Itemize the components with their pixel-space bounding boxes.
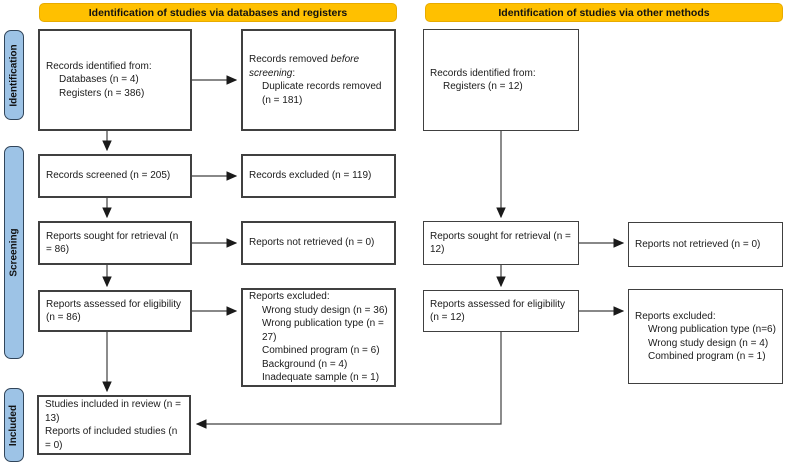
box-records-excluded: Records excluded (n = 119): [241, 154, 396, 198]
box-line: Reports not retrieved (n = 0): [635, 238, 761, 250]
box-records-identified-databases: Records identified from: Databases (n = …: [38, 29, 192, 131]
box-line: Reports excluded:: [249, 291, 330, 303]
box-line: Records removed before screening:: [249, 54, 360, 79]
box-line: Reports not retrieved (n = 0): [249, 237, 375, 249]
box-line: Registers (n = 386): [59, 87, 145, 99]
box-line: Wrong publication type (n=6): [648, 324, 776, 335]
box-records-removed: Records removed before screening: Duplic…: [241, 29, 396, 131]
box-reports-sought-right: Reports sought for retrieval (n = 12): [423, 221, 579, 265]
box-line: Reports assessed for eligibility (n = 86…: [46, 298, 182, 324]
box-line: Reports of included studies (n = 0): [45, 426, 178, 451]
stage-screening-label: Screening: [8, 228, 20, 277]
stage-included: Included: [4, 388, 24, 462]
box-line: Reports assessed for eligibility (n = 12…: [430, 298, 566, 324]
box-line: Records screened (n = 205): [46, 170, 171, 182]
box-line: Wrong publication type (n = 27): [262, 318, 384, 343]
box-line: Records identified from:: [430, 67, 536, 79]
stage-identification-label: Identification: [8, 43, 20, 107]
box-reports-assessed-right: Reports assessed for eligibility (n = 12…: [423, 290, 579, 332]
box-line: Records identified from:: [46, 60, 152, 72]
box-line: Combined program (n = 1): [648, 351, 766, 362]
box-line: Inadequate sample (n = 1): [262, 372, 380, 384]
box-line: Records excluded (n = 119): [249, 170, 372, 182]
box-line: Combined program (n = 6): [262, 345, 380, 357]
box-reports-not-retrieved-right: Reports not retrieved (n = 0): [628, 222, 783, 267]
banner-other-methods: Identification of studies via other meth…: [425, 3, 783, 22]
box-line: Duplicate records removed (n = 181): [262, 81, 382, 106]
box-records-identified-other: Records identified from: Registers (n = …: [423, 29, 579, 131]
box-records-screened: Records screened (n = 205): [38, 154, 192, 198]
stage-included-label: Included: [8, 404, 20, 446]
box-line: Background (n = 4): [262, 358, 348, 370]
box-line: Studies included in review (n = 13): [45, 399, 181, 424]
box-reports-sought-left: Reports sought for retrieval (n = 86): [38, 221, 192, 265]
stage-identification: Identification: [4, 30, 24, 120]
box-line: Wrong study design (n = 36): [262, 304, 388, 316]
box-line: Reports excluded:: [635, 310, 716, 322]
italic-before-screening: before screening: [249, 54, 360, 79]
box-reports-excluded-left: Reports excluded: Wrong study design (n …: [241, 288, 396, 387]
box-reports-excluded-right: Reports excluded: Wrong publication type…: [628, 289, 783, 384]
box-line: Wrong study design (n = 4): [648, 337, 769, 349]
box-line: Databases (n = 4): [59, 74, 139, 86]
box-line: Reports sought for retrieval (n = 12): [430, 230, 571, 256]
box-reports-assessed-left: Reports assessed for eligibility (n = 86…: [38, 290, 192, 332]
banner-databases-registers: Identification of studies via databases …: [39, 3, 397, 22]
box-line: Reports sought for retrieval (n = 86): [46, 230, 179, 256]
stage-screening: Screening: [4, 146, 24, 359]
box-line: Registers (n = 12): [443, 81, 523, 92]
box-studies-included: Studies included in review (n = 13) Repo…: [37, 395, 191, 455]
box-reports-not-retrieved-left: Reports not retrieved (n = 0): [241, 221, 396, 265]
